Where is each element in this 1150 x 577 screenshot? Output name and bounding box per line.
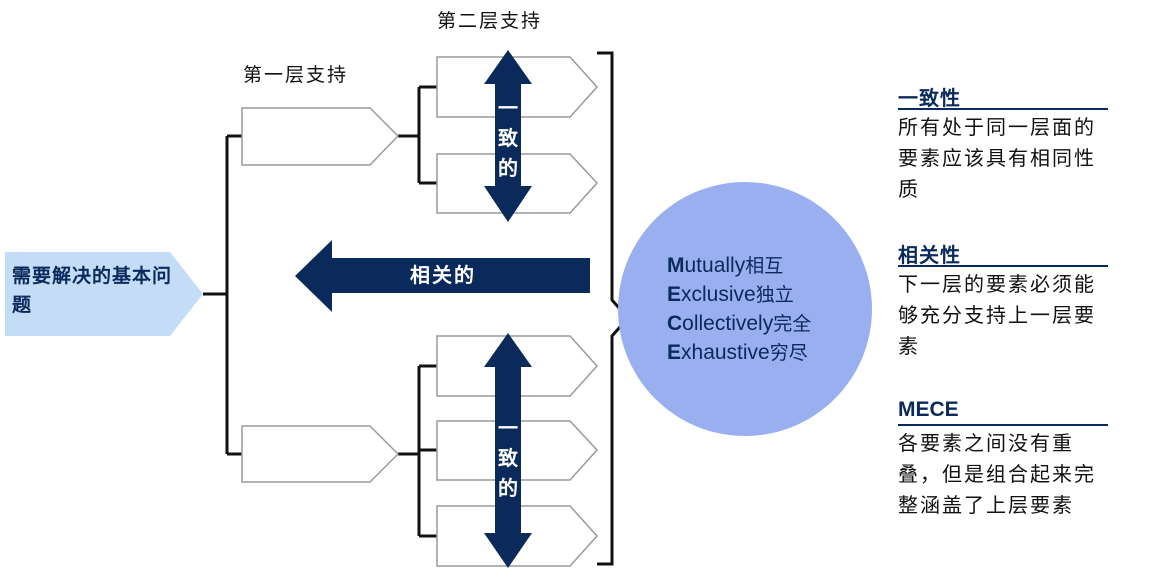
layer1-box-top xyxy=(241,107,400,166)
mece-initial: E xyxy=(667,283,682,306)
mece-line-collectively: Collectively完全 xyxy=(667,310,811,338)
consistent-arrow-bottom xyxy=(484,333,532,568)
mece-title: MECE xyxy=(898,398,959,421)
mece-line-exclusive: Exclusive独立 xyxy=(667,281,794,309)
consistent-label-bottom: 一致的 xyxy=(498,416,518,500)
relevance-body: 下一层的要素必须能够充分支持上一层要素 xyxy=(898,272,1096,358)
mece-initial: C xyxy=(667,312,683,335)
consistency-rule xyxy=(898,108,1108,110)
related-label: 相关的 xyxy=(410,263,476,287)
mece-chinese: 相互 xyxy=(745,255,784,277)
consistency-title: 一致性 xyxy=(898,86,961,110)
mece-word: ollectively xyxy=(682,312,774,335)
mece-word: xclusive xyxy=(681,283,756,306)
mece-chinese: 穷尽 xyxy=(769,342,808,364)
related-arrow xyxy=(295,240,590,312)
relevance-title: 相关性 xyxy=(898,243,961,267)
relevance-rule xyxy=(898,265,1108,267)
mece-line-mutually: Mutually相互 xyxy=(667,252,783,280)
consistency-body: 所有处于同一层面的要素应该具有相同性质 xyxy=(898,115,1096,201)
layer1-box-bottom xyxy=(241,425,400,483)
mece-circle xyxy=(618,182,872,436)
root-problem-shape xyxy=(5,252,203,336)
mece-word: xhaustive xyxy=(681,341,770,364)
mece-word: utually xyxy=(684,254,746,277)
mece-initial: M xyxy=(667,254,685,277)
layer1-label: 第一层支持 xyxy=(243,64,349,86)
mece-chinese: 完全 xyxy=(773,313,812,335)
consistent-arrow-top xyxy=(484,50,532,222)
root-problem-label: 需要解决的基本问题 xyxy=(12,265,173,316)
consistent-label-top: 一致的 xyxy=(498,96,518,180)
mece-line-exhaustive: Exhaustive穷尽 xyxy=(667,339,808,367)
layer2-label: 第二层支持 xyxy=(437,10,543,32)
mece-initial: E xyxy=(667,341,682,364)
connector-lines xyxy=(203,85,437,538)
mece-rule xyxy=(898,424,1108,426)
mece-chinese: 独立 xyxy=(755,284,794,306)
mece-body: 各要素之间没有重叠，但是组合起来完整涵盖了上层要素 xyxy=(898,431,1096,517)
